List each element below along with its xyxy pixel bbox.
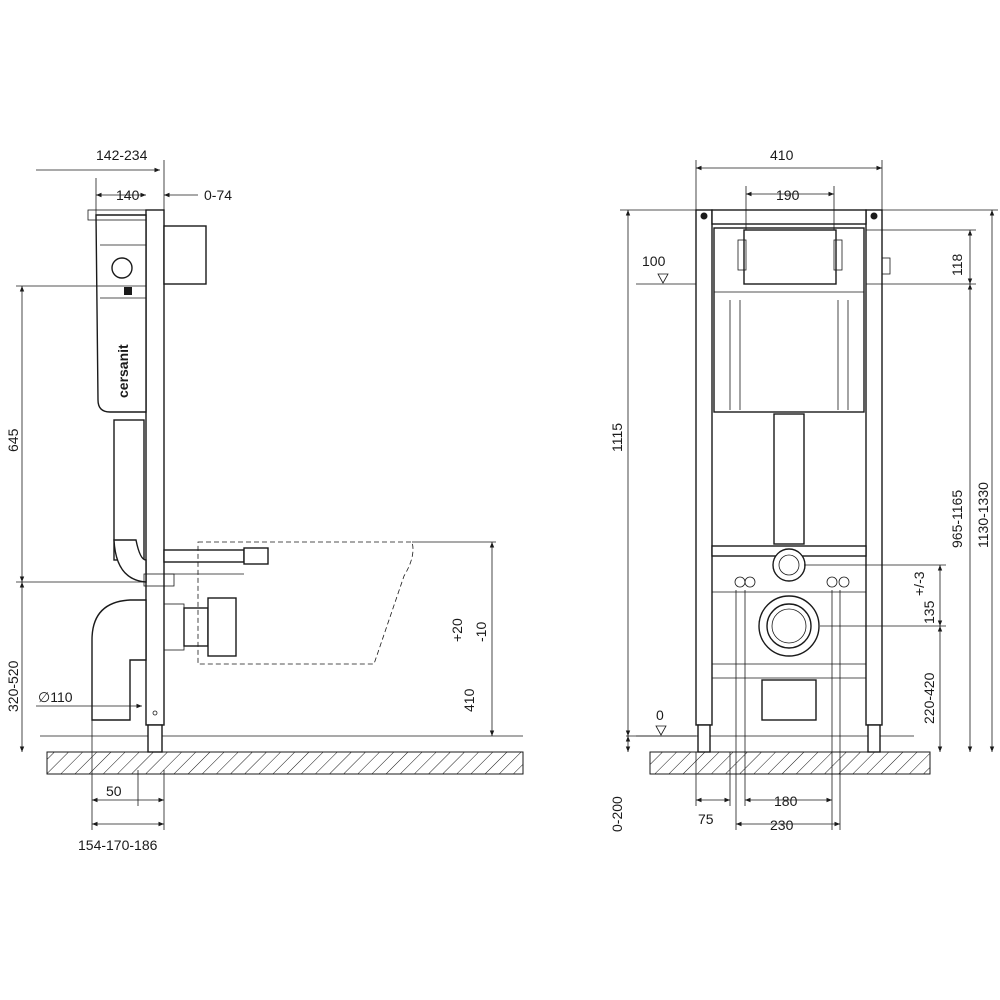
dim-965-1165: 965-1165 <box>949 490 965 548</box>
cistern-tank <box>95 214 147 413</box>
dim-410-width: 410 <box>770 147 794 163</box>
toilet-outline <box>197 541 414 665</box>
dim-minus-10: -10 <box>473 622 489 642</box>
dim-142-234: 142-234 <box>96 147 148 163</box>
dim-645: 645 <box>5 428 21 452</box>
dim-75: 75 <box>698 811 714 827</box>
side-floor-hatch <box>46 751 524 775</box>
front-floor-hatch <box>649 751 931 775</box>
frame-post <box>145 209 165 726</box>
dim-190: 190 <box>776 187 800 203</box>
dim-diam-110: ∅110 <box>38 689 73 705</box>
dim-level-100: 100 <box>642 253 666 269</box>
frame-right-post <box>865 209 883 726</box>
dim-135-tol: +/-3 <box>911 571 927 596</box>
dim-plus-20: +20 <box>449 618 465 642</box>
dim-0-74: 0-74 <box>204 187 232 203</box>
dim-50: 50 <box>106 783 122 799</box>
frame-left-post <box>695 209 713 726</box>
brand-logo: cersanit <box>115 344 131 398</box>
flush-plate-area <box>743 229 837 285</box>
dim-level-0: 0 <box>656 707 664 723</box>
dim-1130-1330: 1130-1330 <box>975 482 991 548</box>
front-view: 410 190 100 118 1115 1130-1330 965-1165 … <box>609 147 998 833</box>
dim-135: 135 <box>921 600 937 624</box>
dim-118: 118 <box>949 253 965 276</box>
dim-320-520: 320-520 <box>5 660 21 712</box>
side-view: cersanit 142-234 140 0-74 645 <box>5 147 524 853</box>
drain-elbow <box>91 599 147 721</box>
dim-230: 230 <box>770 817 794 833</box>
front-drain-outlet <box>758 595 820 657</box>
dim-1115: 1115 <box>609 423 625 452</box>
dim-180: 180 <box>774 793 798 809</box>
dim-410-seat: 410 <box>461 688 477 712</box>
dim-154-170-186: 154-170-186 <box>78 837 158 853</box>
front-flush-pipe <box>773 413 805 545</box>
dim-220-420: 220-420 <box>921 672 937 724</box>
front-flush-outlet <box>772 548 806 582</box>
flush-pipe <box>113 419 145 561</box>
cistern-valve-icon <box>111 257 133 279</box>
dim-0-200: 0-200 <box>609 796 625 832</box>
dim-140: 140 <box>116 187 140 203</box>
